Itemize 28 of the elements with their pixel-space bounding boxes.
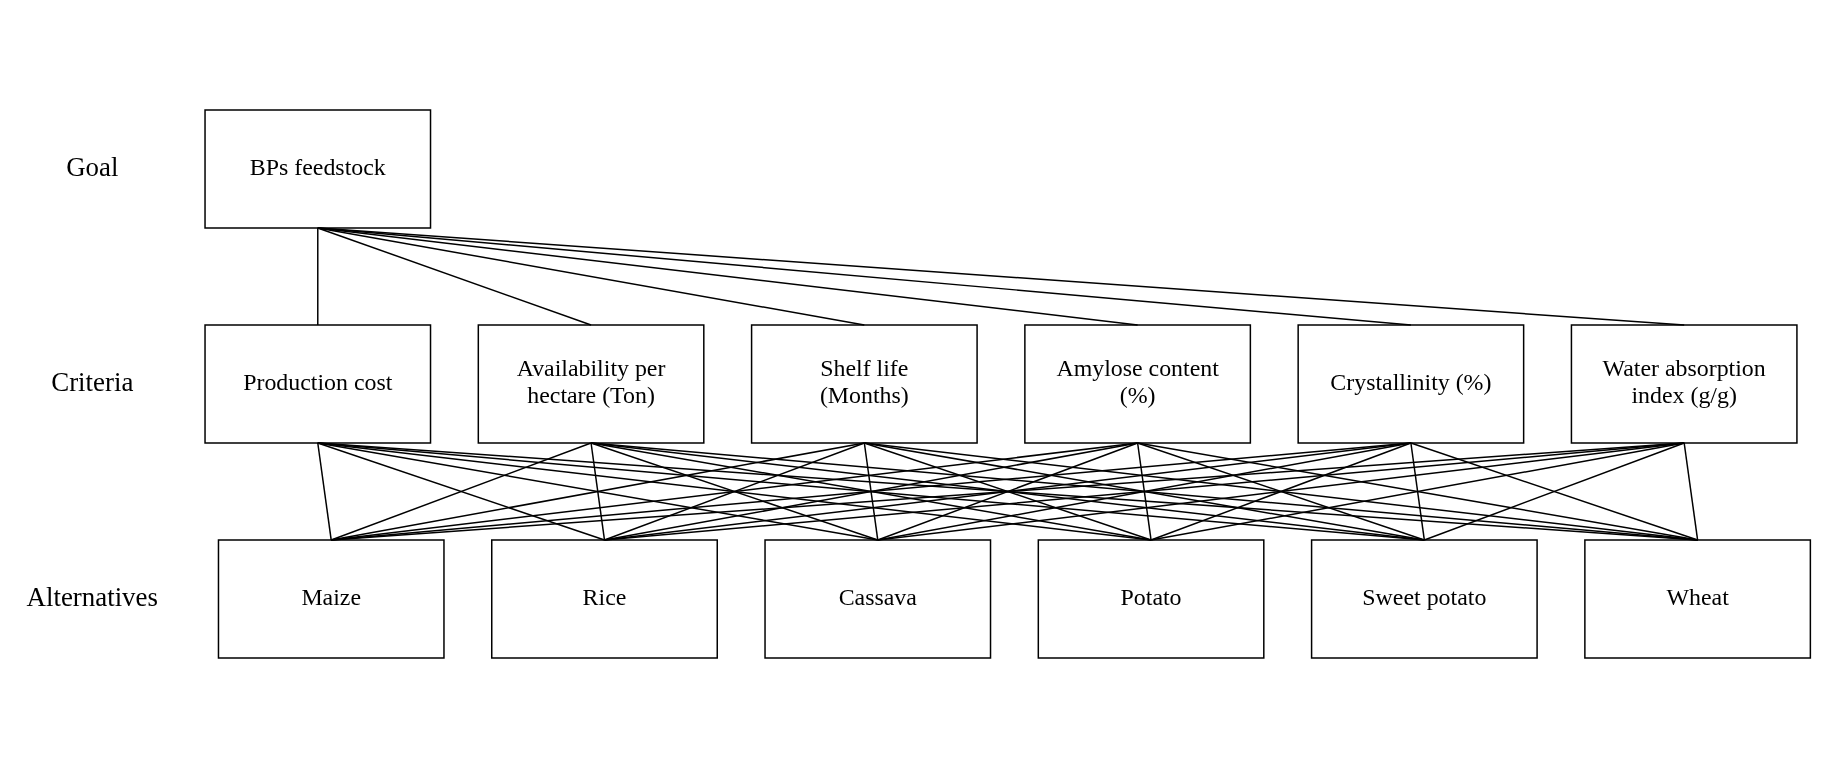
node-box: Shelf life (Months) <box>750 324 978 444</box>
connector <box>1136 442 1152 541</box>
node-box: Production cost <box>204 324 432 444</box>
node-box: Rice <box>491 539 718 659</box>
connector <box>1410 442 1426 541</box>
node-box: Sweet potato <box>1310 539 1538 659</box>
node-box: Wheat <box>1584 539 1812 659</box>
connector <box>590 442 606 541</box>
label: Goal <box>66 151 119 182</box>
node-box: Crystallinity (%) <box>1297 324 1525 444</box>
node-box: Water absorption index (g/g) <box>1570 324 1798 444</box>
connector <box>317 227 1685 326</box>
node-box: Availability per hectare (Ton) <box>477 324 705 444</box>
node-box: Amylose content (%) <box>1024 324 1252 444</box>
connector <box>317 227 1412 326</box>
node-box: Maize <box>217 539 445 659</box>
label: Criteria <box>51 366 134 397</box>
label: Alternatives <box>26 581 158 612</box>
connector <box>317 442 332 541</box>
node-box: Cassava <box>764 539 992 659</box>
connector <box>863 442 879 541</box>
connector <box>317 227 592 326</box>
connector <box>317 227 319 326</box>
connector <box>317 227 1139 326</box>
connector <box>1683 442 1699 541</box>
connector <box>317 227 866 326</box>
node-box: Potato <box>1037 539 1265 659</box>
node-box: BPs feedstock <box>204 109 432 229</box>
